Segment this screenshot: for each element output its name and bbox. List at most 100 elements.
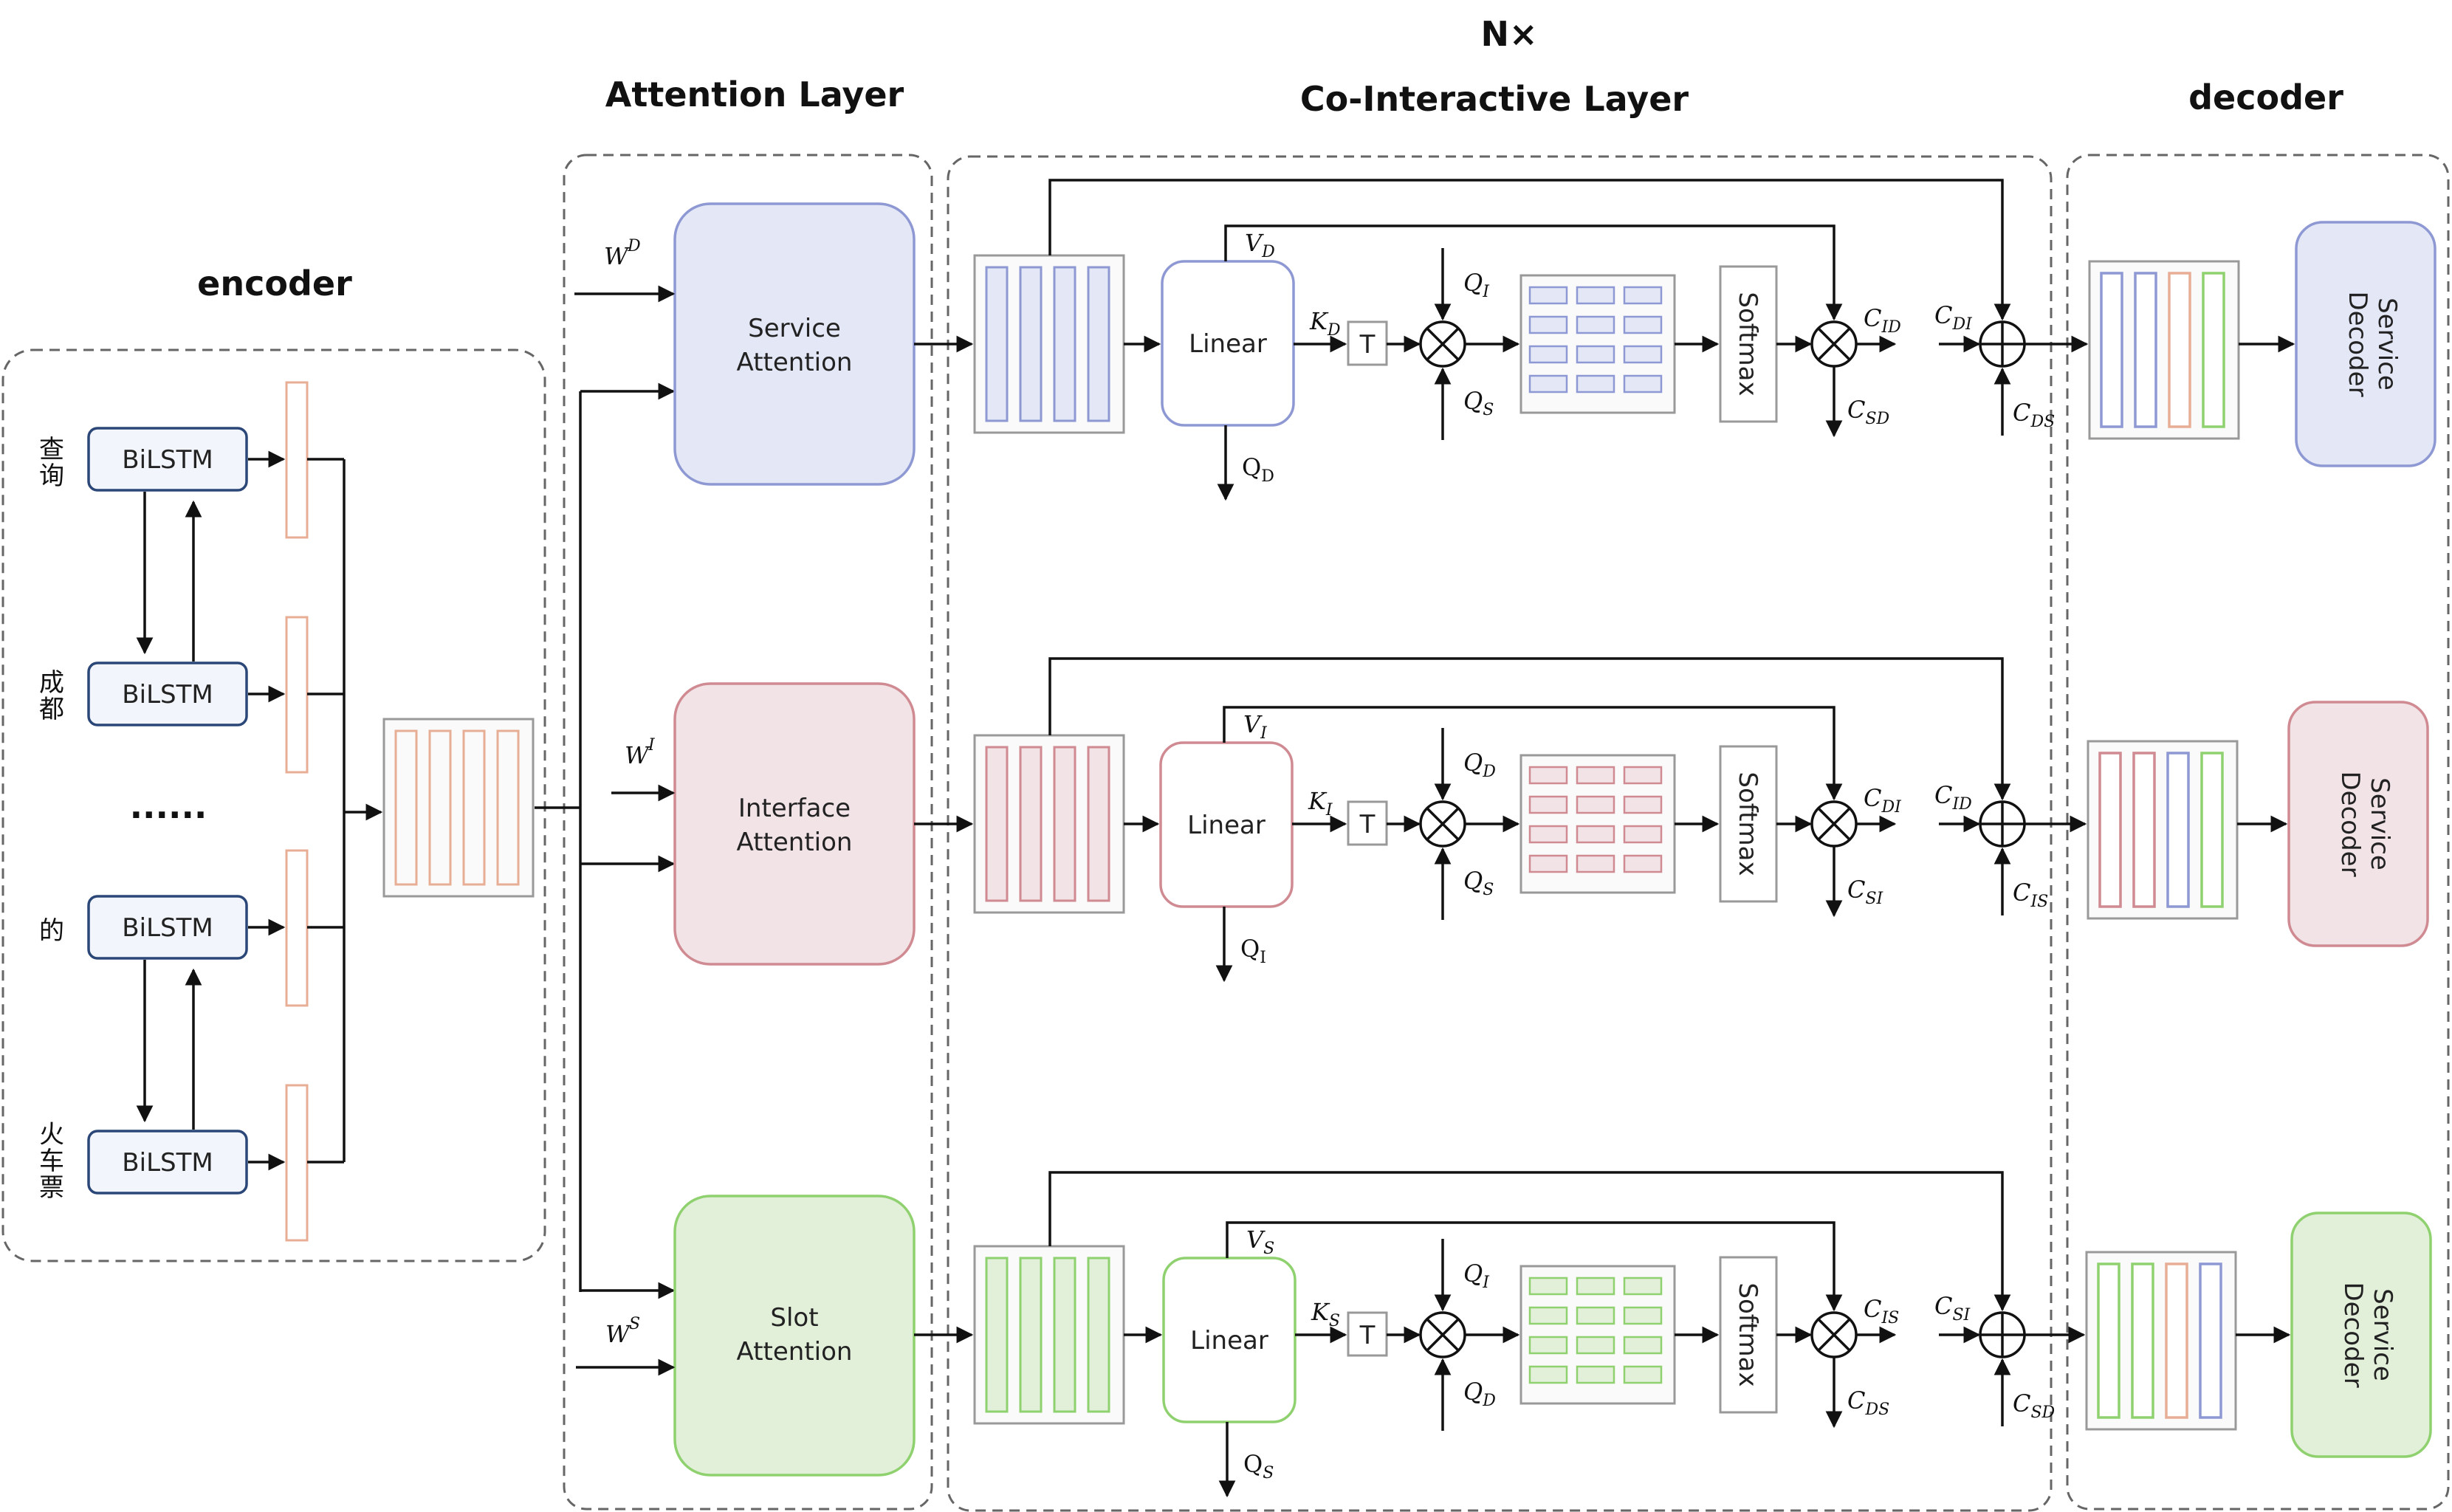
bilstm-label-1: BiLSTM [122, 445, 213, 475]
linear-label: Linear [1189, 329, 1267, 359]
softmax-label: Softmax [1733, 1282, 1762, 1386]
attention-layer-panel [563, 154, 933, 1511]
bilstm-label-2: BiLSTM [122, 680, 213, 709]
bilstm-box-3 [87, 895, 248, 960]
value-label: VI [1243, 710, 1268, 743]
query-out-label: QD [1242, 453, 1274, 486]
score-cell [1623, 795, 1663, 814]
token-train-char-1: 火 [39, 1120, 64, 1150]
weight-i-sup: I [648, 736, 656, 755]
score-cell [1528, 1276, 1568, 1296]
co-input-bar [1053, 1257, 1076, 1413]
residual-skip-arrow [1048, 179, 2011, 321]
query-out-label: QS [1243, 1450, 1274, 1482]
linear-label: Linear [1190, 1326, 1268, 1355]
score-cell [1528, 286, 1568, 305]
sum-left-label: CID [1934, 781, 1972, 814]
service-decoder-box [2290, 1212, 2432, 1458]
value-path-arrow [1226, 1221, 1843, 1312]
score-cell [1576, 1276, 1615, 1296]
interface-attention: Interface Attention [673, 682, 916, 966]
co-input-bar [1053, 266, 1076, 422]
token-de-char: 的 [39, 916, 64, 946]
service-decoder-line2: Decoder [2338, 1282, 2368, 1387]
query-bottom-label: QS [1463, 867, 1494, 899]
context-down-label: CSI [1847, 876, 1884, 908]
score-cell [1623, 286, 1663, 305]
query-out-label: QI [1240, 935, 1266, 967]
score-cell [1623, 345, 1663, 364]
multiply-op-1 [1419, 800, 1466, 848]
query-bottom-label: QS [1463, 387, 1494, 419]
service-attention: Service Attention [673, 202, 916, 486]
score-cell [1576, 1306, 1615, 1325]
bilstm-label-4: BiLSTM [122, 1148, 213, 1178]
score-cell [1623, 1276, 1663, 1296]
service-decoder-box [2295, 221, 2436, 467]
key-label: KS [1311, 1298, 1340, 1330]
softmax-box [1719, 1256, 1778, 1414]
co-input-bar [1019, 1257, 1043, 1413]
multiply-op-1-stroke-b [1426, 807, 1460, 841]
weight-d-sup: D [627, 237, 641, 255]
multiply-op-2-stroke-b [1817, 807, 1851, 841]
co-input-bar [985, 1257, 1009, 1413]
weight-s-sup: S [629, 1315, 640, 1333]
value-label: VD [1245, 229, 1275, 261]
query-top-label: QI [1463, 269, 1490, 301]
key-label: KI [1308, 787, 1333, 819]
multiply-op-2 [1810, 1311, 1858, 1358]
sum-left-label: CDI [1934, 301, 1973, 334]
decoder-input-bar-blue [2166, 752, 2190, 908]
score-cell [1528, 345, 1568, 364]
transpose-label: T [1359, 810, 1376, 839]
interface-attention-line2: Attention [737, 828, 853, 857]
multiply-op-1 [1419, 1311, 1466, 1358]
transpose-box [1347, 1311, 1388, 1357]
decoder-input-bar-blue [2134, 272, 2157, 428]
slot-attention-line1: Slot [770, 1303, 818, 1333]
score-cell [1623, 1306, 1663, 1325]
value-path-arrow [1224, 224, 1843, 321]
interface-attention-line1: Interface [738, 794, 851, 823]
residual-skip-arrow [1048, 1171, 2011, 1312]
score-cell [1528, 766, 1568, 785]
residual-skip-arrow [1048, 657, 2011, 801]
linear-box [1162, 1257, 1297, 1423]
context-down-label: CDS [1847, 1386, 1889, 1419]
encoder-to-attention-bus [535, 382, 676, 1299]
decoder-input-bar-green [2131, 1262, 2154, 1419]
encoder-output-matrix [382, 718, 535, 898]
bilstm-box-4 [87, 1130, 248, 1195]
service-decoder-line2: Decoder [2343, 291, 2372, 396]
context-right-label: CID [1864, 304, 1901, 337]
co-input-bar [985, 266, 1009, 422]
attention-to-co-arrows [914, 335, 974, 1344]
multiply-op-1-stroke-b [1426, 1318, 1460, 1352]
decoder-input-bar-green [2097, 1262, 2120, 1419]
token-query-char-2: 询 [39, 461, 64, 491]
score-cell [1576, 854, 1615, 873]
token-query-char-1: 查 [39, 435, 64, 464]
decoder-input-bar-blue [2199, 1262, 2222, 1419]
sum-bottom-label: CIS [2013, 879, 2048, 911]
softmax-label: Softmax [1733, 772, 1762, 876]
decoder-input-bar-red [2132, 752, 2156, 908]
context-down-label: CSD [1847, 396, 1890, 428]
score-cell [1528, 795, 1568, 814]
weight-s-base: W [605, 1320, 632, 1348]
value-path-arrow [1223, 706, 1843, 801]
co-interactive-layer-title: Co-Interactive Layer [1300, 79, 1689, 119]
sum-op [1979, 320, 2026, 368]
ellipsis: ...... [130, 786, 207, 826]
service-decoder-line1: Service [2368, 1288, 2397, 1381]
score-cell [1528, 854, 1568, 873]
decoder-panel [2066, 154, 2450, 1511]
hidden-state-bars [285, 381, 309, 1242]
transpose-label: T [1359, 1321, 1376, 1350]
